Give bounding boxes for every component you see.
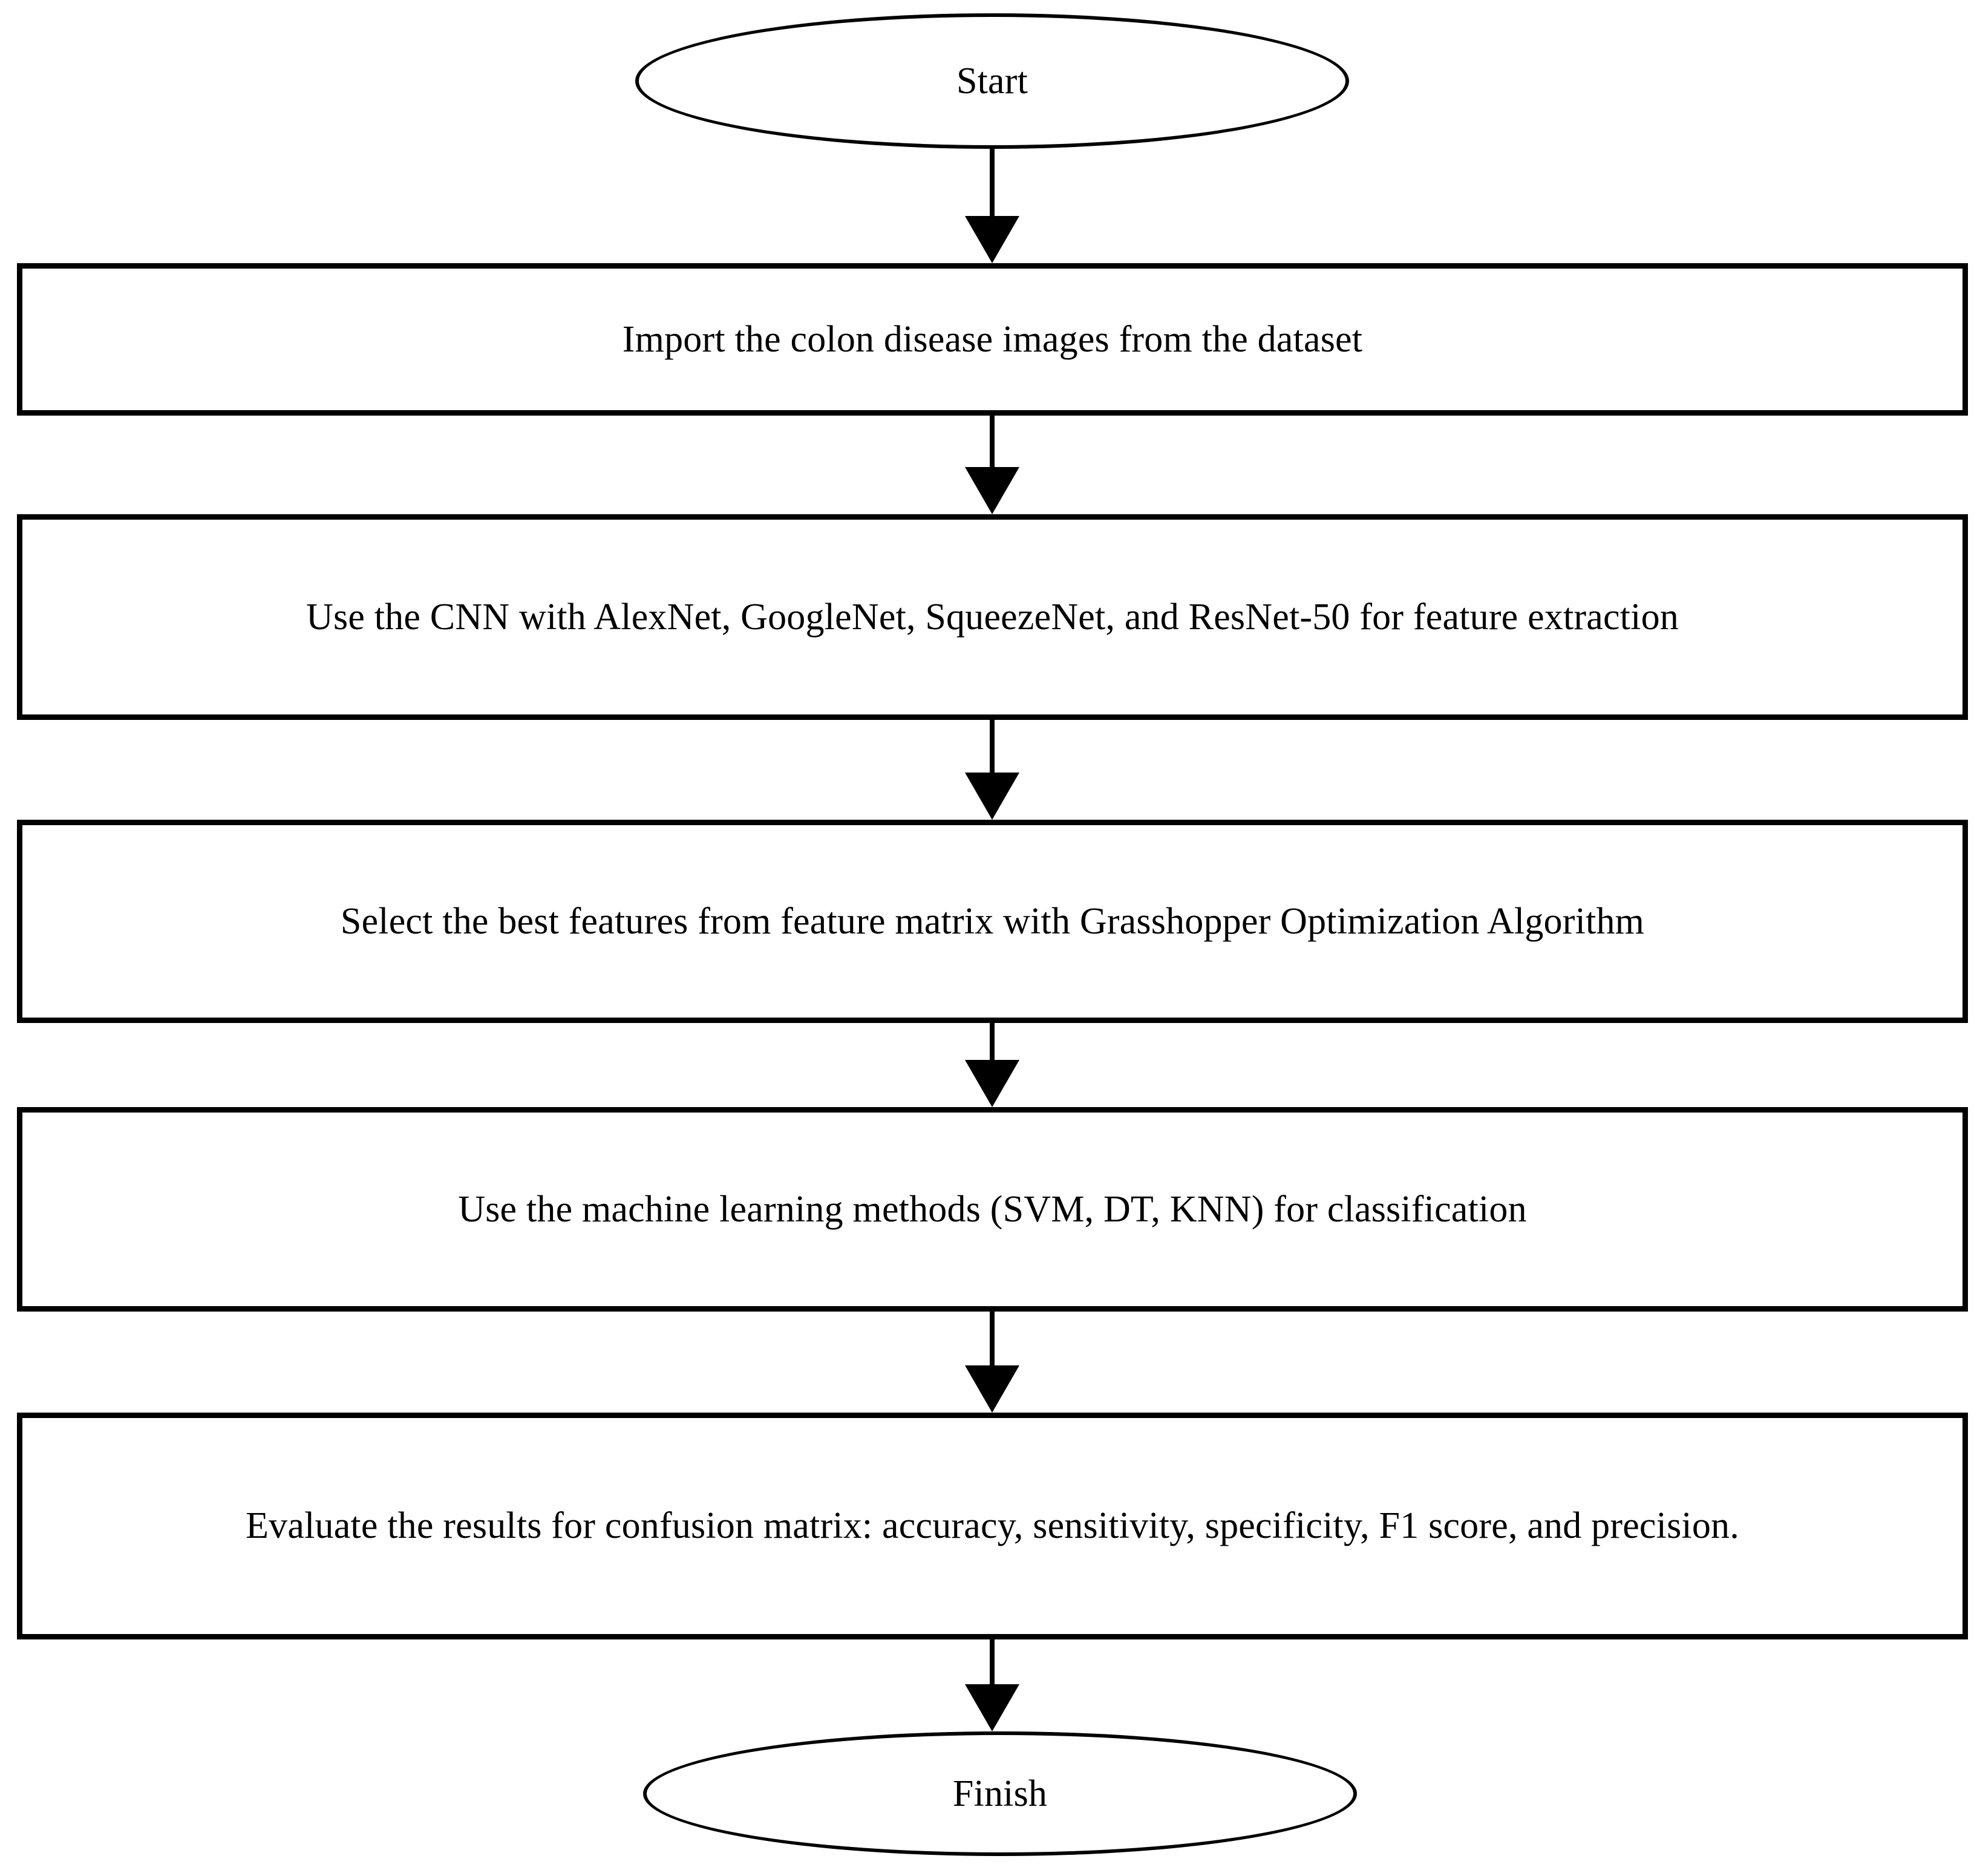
node-start[interactable]: Start xyxy=(635,13,1349,149)
edge-shaft xyxy=(990,416,995,467)
arrowhead-icon xyxy=(965,1060,1019,1107)
edge-classification-evaluation xyxy=(965,1312,1019,1413)
node-feature-extraction-label: Use the CNN with AlexNet, GoogleNet, Squ… xyxy=(306,596,1679,638)
node-evaluation[interactable]: Evaluate the results for confusion matri… xyxy=(17,1413,1968,1639)
edge-selection-classification xyxy=(965,1023,1019,1107)
node-feature-extraction[interactable]: Use the CNN with AlexNet, GoogleNet, Squ… xyxy=(17,514,1968,720)
edge-extraction-selection xyxy=(965,720,1019,820)
node-feature-selection-label: Select the best features from feature ma… xyxy=(340,900,1645,942)
edge-start-import xyxy=(965,149,1019,263)
arrowhead-icon xyxy=(965,1365,1019,1413)
edge-import-extraction xyxy=(965,416,1019,514)
node-finish[interactable]: Finish xyxy=(643,1731,1357,1856)
node-import-images-label: Import the colon disease images from the… xyxy=(622,318,1363,360)
edge-shaft xyxy=(990,1312,995,1365)
node-classification[interactable]: Use the machine learning methods (SVM, D… xyxy=(17,1107,1968,1312)
edge-shaft xyxy=(990,149,995,216)
arrowhead-icon xyxy=(965,1684,1019,1731)
arrowhead-icon xyxy=(965,773,1019,820)
edge-evaluation-finish xyxy=(965,1639,1019,1731)
edge-shaft xyxy=(990,720,995,773)
edge-shaft xyxy=(990,1023,995,1060)
node-feature-selection[interactable]: Select the best features from feature ma… xyxy=(17,820,1968,1023)
node-classification-label: Use the machine learning methods (SVM, D… xyxy=(458,1188,1527,1230)
node-evaluation-label: Evaluate the results for confusion matri… xyxy=(246,1505,1739,1547)
node-start-label: Start xyxy=(956,60,1028,102)
edge-shaft xyxy=(990,1639,995,1684)
arrowhead-icon xyxy=(965,216,1019,263)
node-import-images[interactable]: Import the colon disease images from the… xyxy=(17,263,1968,416)
arrowhead-icon xyxy=(965,467,1019,514)
node-finish-label: Finish xyxy=(952,1773,1048,1814)
